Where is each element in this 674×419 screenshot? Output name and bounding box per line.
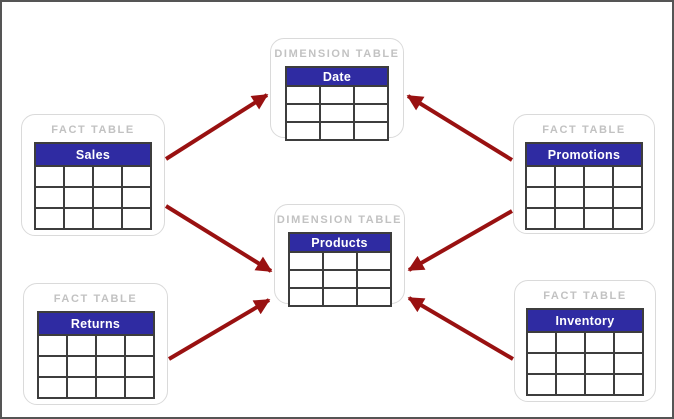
products-table: Products	[287, 232, 392, 307]
table-cell	[123, 376, 155, 399]
table-cell	[123, 355, 155, 378]
table-cell	[319, 103, 355, 123]
table-cell	[554, 186, 585, 209]
table-cell	[355, 287, 392, 307]
table-cell	[121, 207, 152, 230]
table-cell	[353, 85, 389, 105]
table-cell	[613, 352, 644, 375]
table-cell	[65, 334, 97, 357]
table-cell	[612, 165, 643, 188]
arrow-promotions-to-products	[407, 209, 513, 272]
table-title: Date	[285, 66, 389, 87]
card-type-label: FACT TABLE	[543, 290, 627, 302]
table-cell	[121, 165, 152, 188]
card-type-label: FACT TABLE	[51, 124, 135, 136]
table-cell	[321, 287, 358, 307]
table-cell	[613, 331, 644, 354]
table-cell	[94, 376, 126, 399]
table-cell	[355, 269, 392, 289]
table-cell	[525, 186, 556, 209]
returns-table: Returns	[36, 311, 155, 399]
table-cell	[92, 207, 123, 230]
table-cell	[92, 186, 123, 209]
table-cell	[613, 373, 644, 396]
card-type-label: FACT TABLE	[53, 293, 138, 305]
arrow-inventory-to-products	[407, 296, 515, 361]
table-title: Inventory	[526, 308, 644, 333]
table-cell	[287, 269, 324, 289]
card-type-label: FACT TABLE	[542, 124, 626, 136]
table-cell	[584, 352, 615, 375]
card-returns-fact-table: FACT TABLE Returns	[23, 283, 168, 405]
sales-table: Sales	[34, 142, 152, 230]
table-cell	[525, 207, 556, 230]
table-cell	[319, 121, 355, 141]
table-cell	[555, 352, 586, 375]
table-title: Products	[287, 232, 392, 253]
table-cell	[34, 165, 65, 188]
promotions-table: Promotions	[525, 142, 643, 230]
table-cell	[583, 165, 614, 188]
table-cell	[355, 251, 392, 271]
card-date-dimension-table: DIMENSION TABLE Date	[270, 38, 404, 141]
table-cell	[34, 186, 65, 209]
table-cell	[583, 207, 614, 230]
table-cell	[583, 186, 614, 209]
table-cell	[319, 85, 355, 105]
arrow-returns-to-products	[167, 298, 271, 361]
table-cell	[65, 376, 97, 399]
table-cell	[36, 334, 68, 357]
table-cell	[285, 121, 321, 141]
card-inventory-fact-table: FACT TABLE Inventory	[514, 280, 656, 402]
table-title: Sales	[34, 142, 152, 167]
table-cell	[94, 334, 126, 357]
table-cell	[121, 186, 152, 209]
table-cell	[612, 186, 643, 209]
table-cell	[36, 376, 68, 399]
table-cell	[285, 85, 321, 105]
table-cell	[554, 165, 585, 188]
table-cell	[353, 103, 389, 123]
table-cell	[584, 373, 615, 396]
table-cell	[34, 207, 65, 230]
card-type-label: DIMENSION TABLE	[276, 214, 403, 226]
table-cell	[584, 331, 615, 354]
card-products-dimension-table: DIMENSION TABLE Products	[274, 204, 405, 307]
table-cell	[92, 165, 123, 188]
arrow-sales-to-date	[164, 93, 269, 161]
arrow-promotions-to-date	[406, 94, 514, 162]
table-cell	[353, 121, 389, 141]
table-cell	[287, 287, 324, 307]
table-cell	[321, 269, 358, 289]
table-cell	[555, 331, 586, 354]
card-type-label: DIMENSION TABLE	[274, 48, 400, 60]
table-cell	[555, 373, 586, 396]
table-cell	[525, 165, 556, 188]
table-cell	[612, 207, 643, 230]
table-cell	[94, 355, 126, 378]
table-cell	[36, 355, 68, 378]
table-cell	[63, 165, 94, 188]
table-cell	[526, 373, 557, 396]
table-cell	[321, 251, 358, 271]
table-cell	[123, 334, 155, 357]
table-cell	[65, 355, 97, 378]
table-cell	[287, 251, 324, 271]
table-cell	[63, 186, 94, 209]
card-sales-fact-table: FACT TABLE Sales	[21, 114, 165, 236]
inventory-table: Inventory	[526, 308, 644, 396]
date-table: Date	[285, 66, 389, 141]
table-cell	[554, 207, 585, 230]
table-cell	[526, 331, 557, 354]
table-cell	[285, 103, 321, 123]
table-cell	[63, 207, 94, 230]
arrow-sales-to-products	[164, 204, 273, 273]
table-title: Promotions	[525, 142, 643, 167]
card-promotions-fact-table: FACT TABLE Promotions	[513, 114, 655, 234]
table-title: Returns	[36, 311, 155, 336]
table-cell	[526, 352, 557, 375]
